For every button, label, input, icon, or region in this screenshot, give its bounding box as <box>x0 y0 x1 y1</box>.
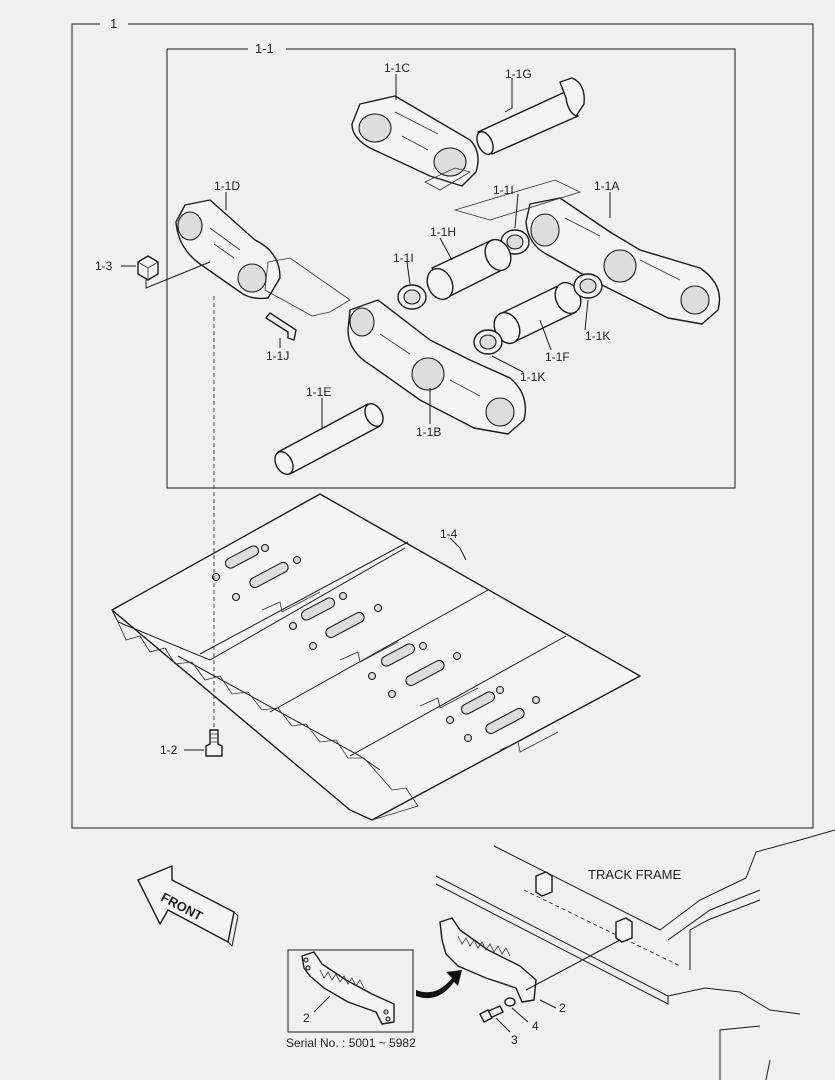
bolt-3-part <box>479 1005 504 1023</box>
link-c-part <box>351 95 479 187</box>
label-1-1d: 1-1D <box>214 179 240 193</box>
label-guard-2-inset: 2 <box>303 1011 310 1025</box>
track-frame-label: TRACK FRAME <box>588 867 682 882</box>
sub-assembly-frame <box>166 48 736 489</box>
guard-inset-part <box>301 951 395 1025</box>
link-b-part <box>347 299 527 435</box>
serial-number-label: Serial No. : 5001 ~ 5982 <box>286 1036 416 1050</box>
nut-part <box>137 255 159 281</box>
assembly-label: 1 <box>110 16 117 31</box>
label-1-1c: 1-1C <box>384 61 410 75</box>
label-1-1g: 1-1G <box>505 67 532 81</box>
pin-g-part <box>476 77 585 155</box>
label-1-2: 1-2 <box>160 743 178 757</box>
label-1-1i-left: 1-1I <box>393 251 414 265</box>
seal-k-mid-part <box>473 329 503 355</box>
link-a-part <box>525 197 721 325</box>
label-guard-2: 2 <box>559 1001 566 1015</box>
label-1-1j: 1-1J <box>266 349 289 363</box>
label-1-4: 1-4 <box>440 527 458 541</box>
label-1-1e: 1-1E <box>306 385 331 399</box>
front-arrow-icon: FRONT <box>137 865 239 948</box>
pin-e-part <box>274 403 384 475</box>
seal-i-left-part <box>397 284 427 310</box>
washer-part <box>504 997 516 1007</box>
inset-box <box>287 949 414 1033</box>
assembly-frame <box>71 23 814 829</box>
label-1-1a: 1-1A <box>594 179 619 193</box>
label-bolt-3: 3 <box>511 1033 518 1047</box>
lock-j-part <box>265 312 297 341</box>
track-frame-part <box>435 829 835 1080</box>
label-1-1f: 1-1F <box>545 350 570 364</box>
label-1-1k-right: 1-1K <box>585 329 610 343</box>
guard-part <box>439 917 537 1003</box>
seal-k-right-part <box>573 273 603 299</box>
label-1-1h: 1-1H <box>430 225 456 239</box>
sub-assembly-label: 1-1 <box>255 41 274 56</box>
bushing-h-part <box>426 238 512 301</box>
label-1-1i-top: 1-1I <box>493 183 514 197</box>
label-1-3: 1-3 <box>95 259 113 273</box>
link-d-part <box>175 199 281 300</box>
bushing-f-part <box>493 281 582 345</box>
label-washer-4: 4 <box>532 1019 539 1033</box>
curved-arrow-icon <box>416 970 462 999</box>
bolt-part <box>205 729 223 757</box>
label-1-1b: 1-1B <box>416 425 441 439</box>
track-shoe-part <box>111 493 641 821</box>
label-1-1k-mid: 1-1K <box>520 370 545 384</box>
